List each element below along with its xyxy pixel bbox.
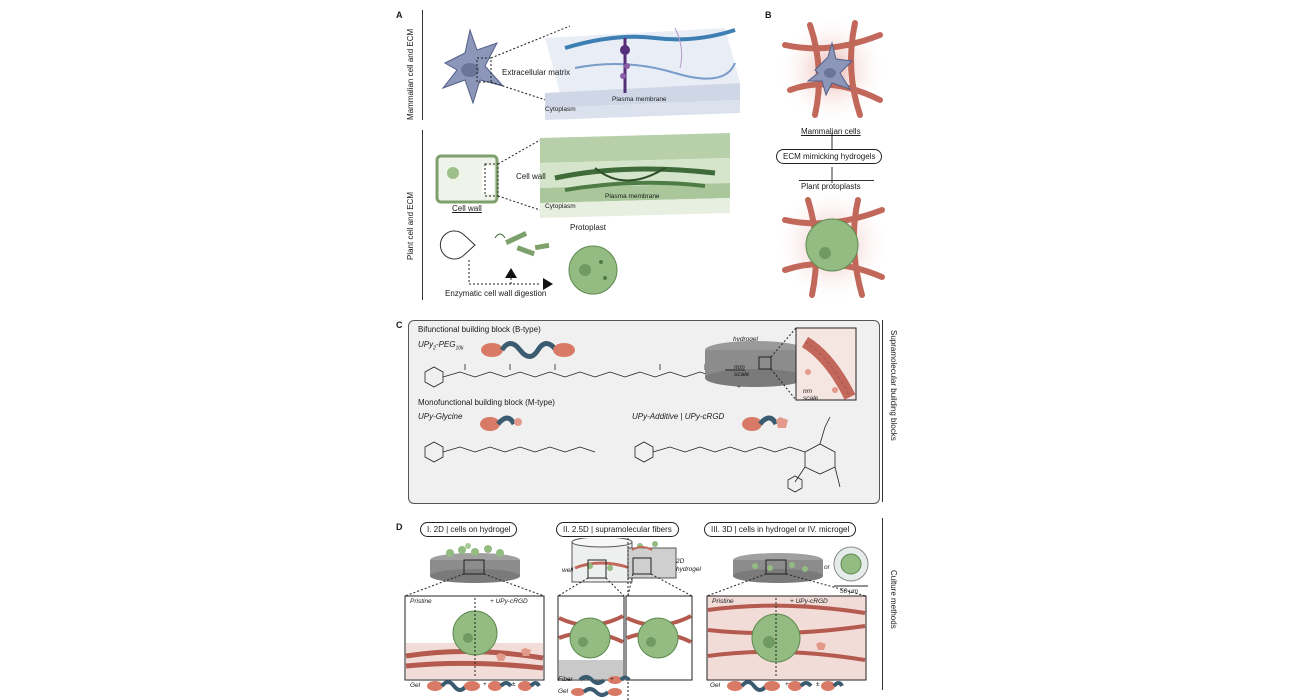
plus-3-label: + bbox=[785, 681, 789, 688]
plasma-membrane-top: Plasma membrane bbox=[612, 96, 667, 103]
protoplast-icon bbox=[568, 245, 618, 295]
plasma-membrane-bottom: Plasma membrane bbox=[605, 193, 660, 200]
additive-name: UPy-Additive | UPy-cRGD bbox=[632, 412, 725, 421]
culture-methods-side-label: Culture methods bbox=[889, 570, 898, 629]
method-2-pill: II. 2.5D | supramolecular fibers bbox=[556, 522, 679, 537]
glycine-structure bbox=[424, 441, 596, 463]
m-type-glycine-icon bbox=[480, 415, 522, 431]
b-type-polymer-icon bbox=[481, 341, 575, 359]
m-type-crgd-icon bbox=[742, 415, 788, 431]
digestion-label: Enzymatic cell wall digestion bbox=[445, 289, 547, 298]
divider-line bbox=[882, 518, 883, 690]
fiber-2-label: Fiber bbox=[558, 676, 573, 683]
scale-50-label: 50 μm bbox=[840, 588, 859, 595]
panel-c-illustration bbox=[424, 327, 857, 493]
method-1-hydrogel-puck bbox=[430, 543, 520, 583]
crgd-1-label: + UPy-cRGD bbox=[490, 598, 528, 605]
method-2-hydrogel bbox=[627, 541, 677, 579]
method-3-pill: III. 3D | cells in hydrogel or IV. micro… bbox=[704, 522, 857, 537]
panel-d-illustration bbox=[404, 538, 869, 700]
plus-1-label: + bbox=[483, 681, 487, 688]
divider-line bbox=[422, 10, 423, 120]
protoplast-b-icon bbox=[805, 218, 859, 272]
cell-wall-block bbox=[540, 133, 730, 218]
plant-protoplasts-label: Plant protoplasts bbox=[801, 182, 861, 191]
pristine-3-label: Pristine bbox=[712, 598, 734, 605]
mammalian-cell-icon bbox=[441, 28, 505, 105]
bifunctional-name: UPy2-PEG10k bbox=[418, 340, 464, 352]
ecm-label: Extracellular matrix bbox=[502, 68, 571, 77]
method-1-zoom bbox=[404, 595, 545, 681]
mammalian-cells-label: Mammalian cells bbox=[801, 127, 861, 136]
cell-wall-inset-label: Cell wall bbox=[516, 172, 546, 181]
enzyme-icon bbox=[439, 230, 476, 260]
method-3-zoom bbox=[706, 595, 867, 681]
method-2-zoom-left bbox=[557, 595, 625, 681]
panel-b-illustration bbox=[774, 15, 890, 303]
gel-1-label: Gel bbox=[410, 682, 421, 689]
gel-legend-2 bbox=[571, 687, 622, 697]
panel-a-illustration bbox=[435, 25, 740, 295]
nm-zoom-panel bbox=[795, 327, 857, 401]
method-3-hydrogel-puck bbox=[733, 553, 823, 583]
method-2-well bbox=[571, 538, 633, 583]
gel-3-label: Gel bbox=[710, 682, 721, 689]
pm-3-label: ± bbox=[816, 681, 820, 688]
gel-2-label: Gel bbox=[558, 688, 569, 695]
cell-wall-under-label: Cell wall bbox=[452, 204, 482, 213]
b-type-structure bbox=[424, 364, 749, 388]
cytoplasm-top: Cytoplasm bbox=[545, 106, 576, 113]
gel-legend-1 bbox=[427, 680, 541, 692]
well-label: well bbox=[562, 567, 574, 574]
pm-1-label: ± bbox=[512, 681, 516, 688]
plant-cell-icon bbox=[435, 154, 499, 204]
mammalian-side-label: Mammalian cell and ECM bbox=[406, 28, 415, 120]
method-1-pill: I. 2D | cells on hydrogel bbox=[420, 522, 518, 537]
panel-b-letter: B bbox=[765, 10, 772, 20]
ecm-block bbox=[545, 27, 740, 120]
divider-line bbox=[422, 130, 423, 300]
cell-wall-fragments-icon bbox=[494, 231, 550, 257]
ecm-hydrogels-pill: ECM mimicking hydrogels bbox=[776, 149, 883, 164]
pristine-1-label: Pristine bbox=[410, 598, 432, 605]
crgd-structure bbox=[634, 416, 841, 493]
panel-c-letter: C bbox=[396, 320, 403, 330]
crgd-3-label: + UPy-cRGD bbox=[790, 598, 828, 605]
plant-side-label: Plant cell and ECM bbox=[406, 191, 415, 260]
divider-line bbox=[799, 180, 874, 181]
panel-a-letter: A bbox=[396, 10, 403, 20]
microgel-icon bbox=[833, 546, 869, 587]
fiber-legend-2 bbox=[578, 675, 631, 685]
monofunctional-title: Monofunctional building block (M-type) bbox=[418, 398, 555, 407]
glycine-name: UPy-Glycine bbox=[418, 412, 463, 421]
divider-line bbox=[882, 320, 883, 502]
building-blocks-side-label: Supramolecular building blocks bbox=[889, 330, 898, 441]
protoplast-label: Protoplast bbox=[570, 223, 607, 232]
bifunctional-title: Bifunctional building block (B-type) bbox=[418, 325, 541, 334]
hydrogel-label: hydrogel bbox=[733, 336, 758, 343]
plus-2-label: + bbox=[610, 676, 614, 683]
cytoplasm-bottom: Cytoplasm bbox=[545, 203, 576, 210]
panel-d-letter: D bbox=[396, 522, 403, 532]
gel-legend-3 bbox=[727, 680, 844, 692]
or-label: or bbox=[824, 564, 830, 571]
hydrogel-puck-icon bbox=[705, 341, 805, 387]
method-2-zoom-right bbox=[625, 595, 693, 681]
mammalian-cell-b-icon bbox=[806, 41, 854, 97]
